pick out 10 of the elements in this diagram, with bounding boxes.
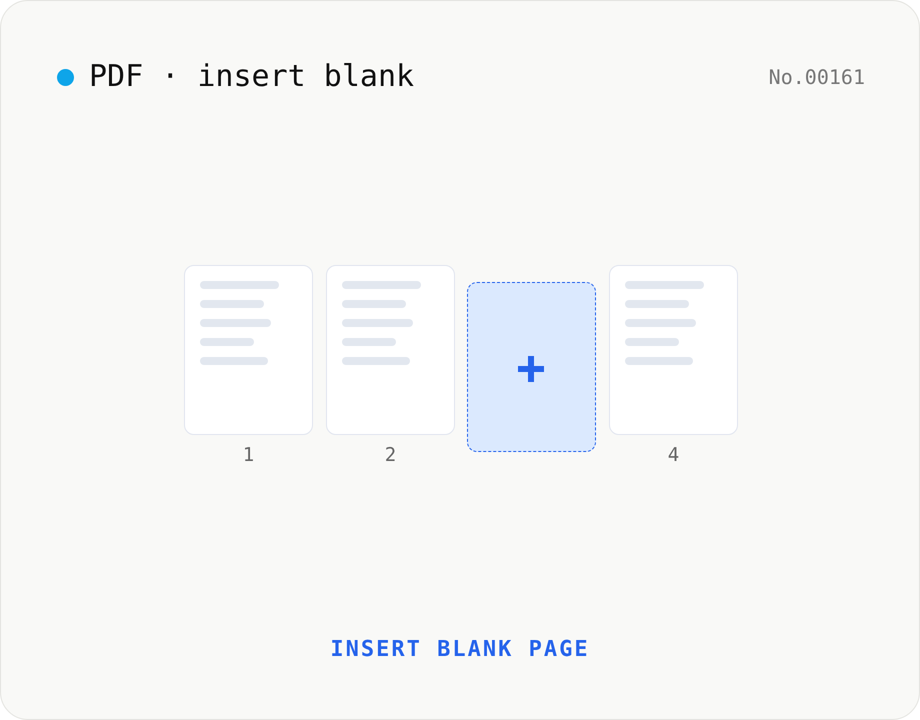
page-number: 1: [242, 444, 256, 466]
document-number: No.00161: [768, 65, 865, 89]
page-number: 2: [384, 444, 398, 466]
page-thumbnail: [326, 265, 455, 435]
page-thumbnail: [609, 265, 738, 435]
page-thumbnail: [184, 265, 313, 435]
caption: INSERT BLANK PAGE: [329, 637, 591, 662]
blank-page-slot: [467, 282, 596, 452]
title: PDF · insert blank: [89, 59, 414, 94]
page-number: 4: [666, 444, 680, 466]
